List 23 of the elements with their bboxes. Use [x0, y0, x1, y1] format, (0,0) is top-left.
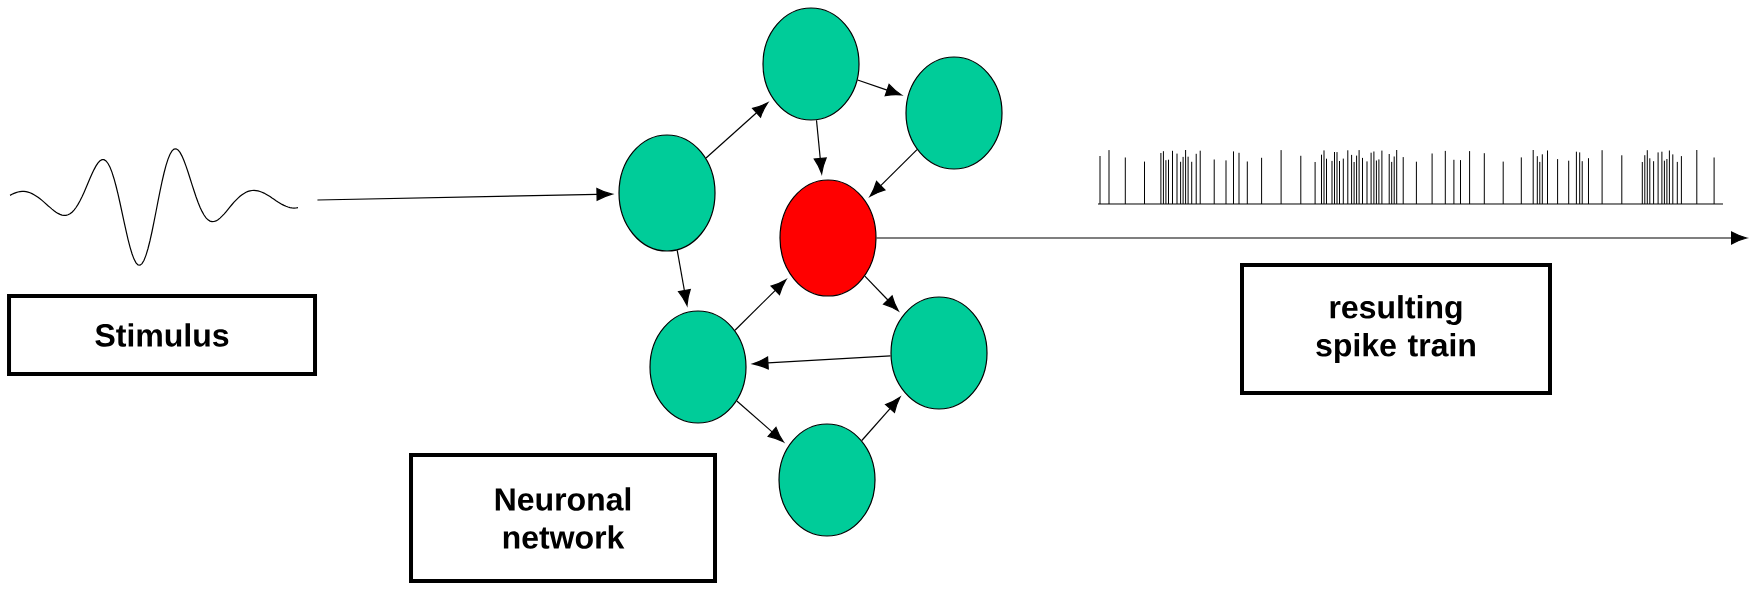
- arrow: [864, 275, 899, 312]
- arrow: [676, 249, 691, 306]
- neuron-circle: [905, 56, 1003, 170]
- arrow: [705, 102, 769, 159]
- neuron-circle: [618, 134, 716, 252]
- arrow: [736, 400, 784, 443]
- arrow: [861, 396, 901, 442]
- neuron-circle: [762, 7, 860, 121]
- label-box: Stimulus: [7, 294, 317, 376]
- neuron-circle: [779, 179, 877, 297]
- waveform-drawing: [9, 148, 299, 266]
- label-box: resulting spike train: [1240, 263, 1552, 395]
- neuron-circle: [649, 310, 747, 424]
- arrow: [316, 187, 613, 201]
- arrow: [869, 149, 918, 197]
- neuron-circle: [778, 423, 876, 537]
- neuron-circle: [890, 296, 988, 410]
- label-box: Neuronal network: [409, 453, 717, 583]
- arrow: [876, 231, 1748, 245]
- arrow: [813, 119, 827, 175]
- arrow: [752, 355, 892, 370]
- arrow: [734, 279, 787, 331]
- arrow: [857, 79, 902, 97]
